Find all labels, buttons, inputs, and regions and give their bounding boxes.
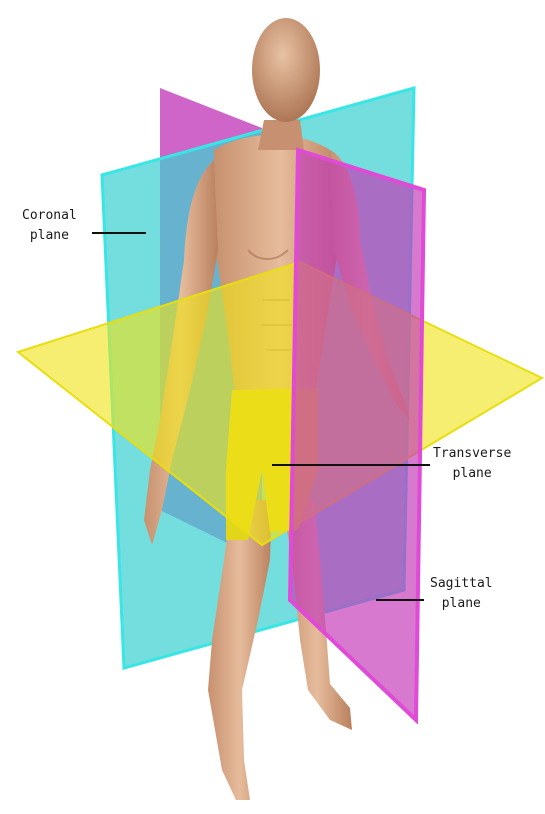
- transverse-label-line1: Transverse: [433, 444, 511, 464]
- transverse-plane: [18, 262, 542, 545]
- coronal-label-line2: plane: [22, 226, 77, 246]
- sagittal-label-line2: plane: [430, 594, 493, 614]
- coronal-plane-label: Coronal plane: [22, 206, 77, 246]
- sagittal-plane-label: Sagittal plane: [430, 574, 493, 614]
- coronal-label-line1: Coronal: [22, 206, 77, 226]
- transverse-plane-label: Transverse plane: [433, 444, 511, 484]
- transverse-label-line2: plane: [433, 464, 511, 484]
- sagittal-label-line1: Sagittal: [430, 574, 493, 594]
